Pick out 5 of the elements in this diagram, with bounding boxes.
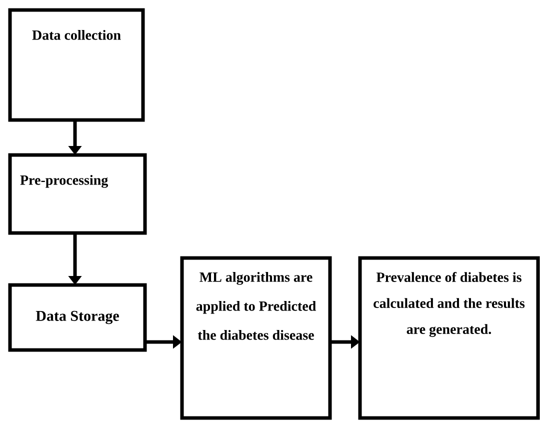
process-box: Data Storage <box>8 283 147 352</box>
process-box: Pre-processing <box>8 153 147 235</box>
process-box: Data collection <box>8 8 145 122</box>
process-box: Prevalence of diabetes is calculated and the results are generated. <box>358 256 540 420</box>
process-box: ML algorithms are applied to Predicted the diabetes disease <box>180 256 332 420</box>
